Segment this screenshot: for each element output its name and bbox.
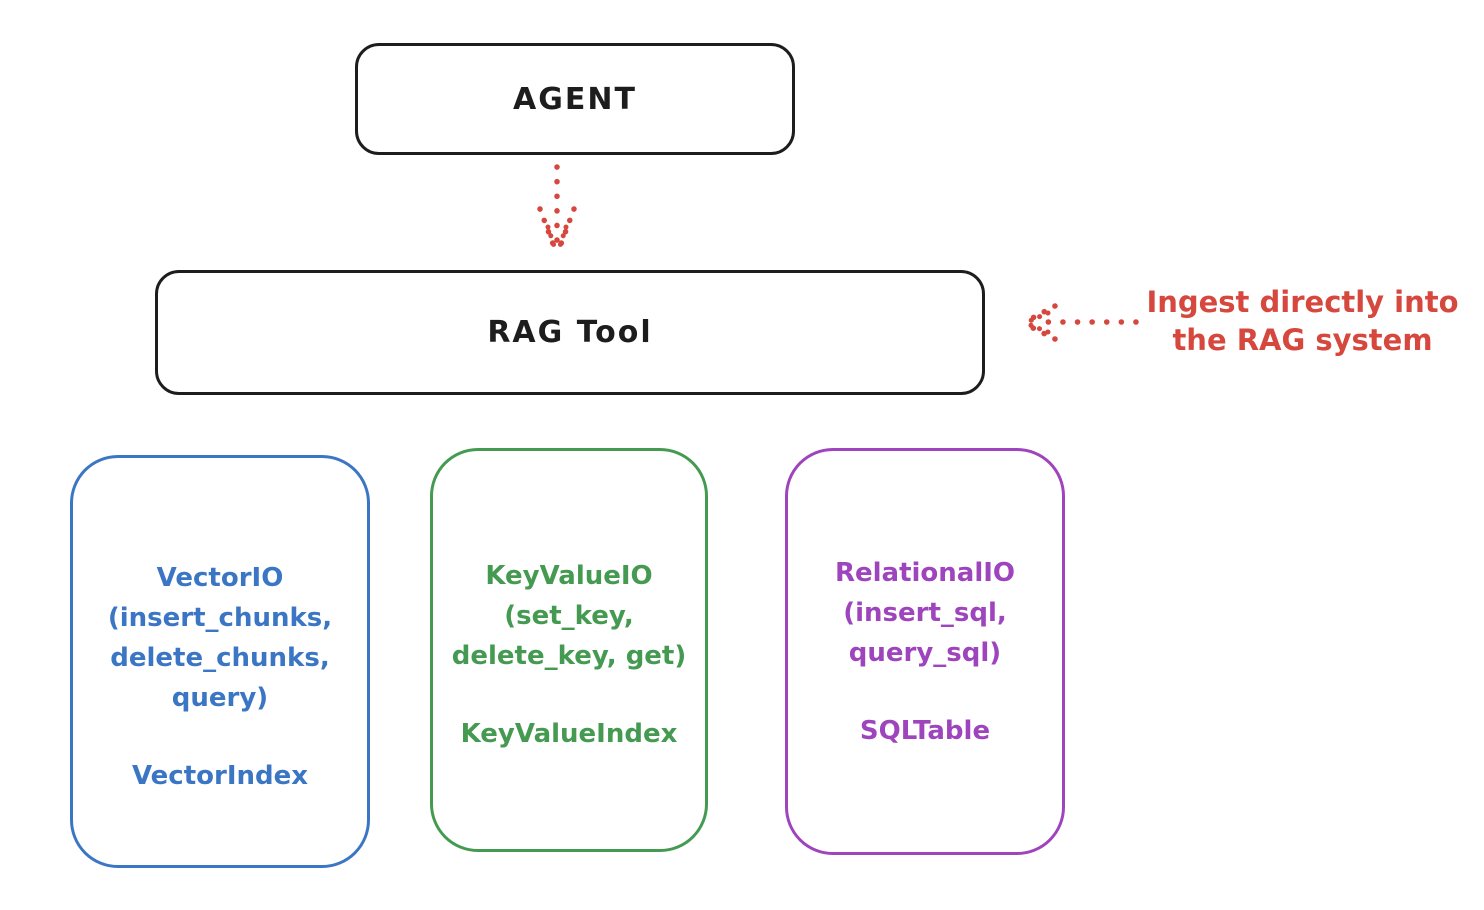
sql-table-label: SQLTable	[859, 716, 991, 746]
relational-io-methods-line1: (insert_sql,	[843, 598, 1007, 628]
keyvalue-io-methods-line1: (set_key,	[504, 601, 634, 631]
vector-io-methods-line1: (insert_chunks,	[107, 603, 333, 633]
keyvalue-io-node-text: KeyValueIO (set_key, delete_key, get)	[452, 556, 687, 676]
keyvalue-io-title: KeyValueIO	[485, 561, 653, 591]
vector-io-methods-line3: query)	[171, 683, 269, 713]
ingest-annotation-line1: Ingest directly into	[1146, 285, 1459, 319]
vector-io-node-text: VectorIO (insert_chunks, delete_chunks, …	[108, 558, 332, 718]
ingest-arrow-icon	[1020, 303, 1139, 342]
rag-tool-node-label: RAG Tool	[487, 315, 653, 350]
agent-to-rag-arrow-icon	[537, 164, 577, 255]
keyvalue-io-methods-line2: delete_key, get)	[451, 641, 687, 671]
keyvalue-io-node: KeyValueIO (set_key, delete_key, get) Ke…	[430, 448, 708, 852]
vector-io-methods-line2: delete_chunks,	[110, 643, 330, 673]
keyvalue-index-label: KeyValueIndex	[460, 719, 678, 749]
vector-index-label: VectorIndex	[131, 761, 309, 791]
relational-io-node-text: RelationalIO (insert_sql, query_sql)	[835, 553, 1015, 673]
vector-io-node: VectorIO (insert_chunks, delete_chunks, …	[70, 455, 370, 868]
vector-io-title: VectorIO	[156, 563, 284, 593]
ingest-annotation: Ingest directly into the RAG system	[1130, 283, 1475, 359]
relational-io-title: RelationalIO	[834, 558, 1016, 588]
relational-io-methods-line2: query_sql)	[848, 638, 1002, 668]
agent-node-label: AGENT	[513, 81, 637, 117]
rag-tool-node: RAG Tool	[155, 270, 985, 395]
ingest-annotation-line2: the RAG system	[1172, 323, 1433, 357]
relational-io-node: RelationalIO (insert_sql, query_sql) SQL…	[785, 448, 1065, 855]
agent-node: AGENT	[355, 43, 795, 155]
